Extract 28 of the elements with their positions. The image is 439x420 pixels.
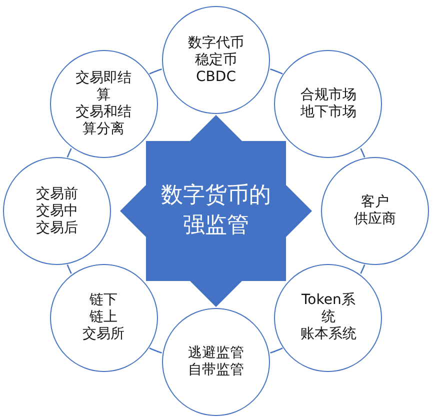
connector-arc [149,348,162,354]
topic-label: 数字代币 [188,34,244,52]
topic-label: Token系统 [300,292,356,326]
topic-label: 供应商 [354,211,396,228]
topic-label: 链上 [90,309,118,326]
star-label: 数字货币的强监管 [160,182,272,240]
connector-arc [360,148,366,158]
topic-label: 交易和结算分离 [74,104,133,138]
topic-label: 交易所 [82,326,125,344]
connector-arc [66,264,72,274]
topic-label: 地下市场 [300,104,356,122]
topic-label: 客户 [361,194,389,211]
topic-label: 账本系统 [300,326,356,344]
topic-label: 交易前 [36,186,78,202]
connector-arc [270,68,283,74]
topic-label: 逃避监管 [188,345,244,362]
connector-arc [270,348,283,354]
topic-label: CBDC [196,68,236,86]
topic-label: 交易后 [36,220,78,236]
topic-label: 合规市场 [300,87,356,104]
topic-label: 链下 [90,292,118,310]
topic-label: 交易即结算 [74,70,133,104]
topic-label: 稳定币 [195,52,237,68]
connector-arc [66,148,72,158]
topic-label: 交易中 [36,202,78,220]
connector-arc [360,264,366,274]
connector-arc [149,68,162,74]
topic-label: 自带监管 [188,362,244,379]
